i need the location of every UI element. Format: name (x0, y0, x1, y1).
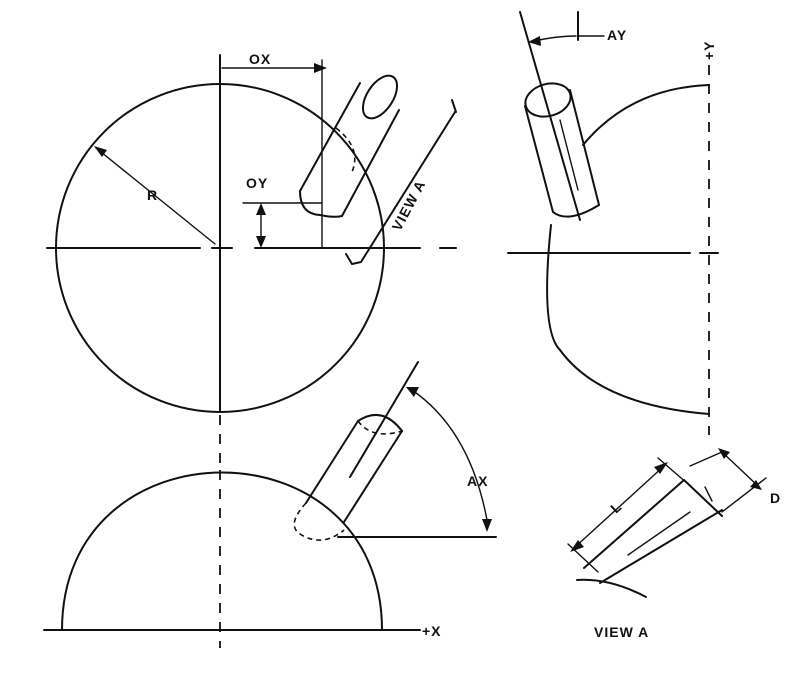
ax-arrowhead-top (406, 387, 419, 397)
ox-arrowhead-right (314, 63, 327, 73)
view-a-tick-bottom (345, 253, 362, 265)
pin-bottom-face (299, 190, 343, 218)
x-axis-label: +X (422, 623, 442, 639)
d-extension-lower (721, 477, 767, 513)
d-arrowhead-top (718, 448, 730, 459)
y-axis-label: +Y (701, 40, 717, 60)
side-view-profile (582, 84, 710, 146)
side-pin-bottom-face (552, 204, 600, 218)
view-a-tick-top (451, 99, 457, 113)
pin-left-edge (299, 82, 361, 192)
front-pin-hidden-bottom (293, 502, 345, 541)
l-extension-upper (657, 457, 689, 485)
d-extension-upper (689, 451, 723, 467)
oy-arrowhead-up (256, 203, 266, 215)
ox-label: OX (249, 51, 271, 67)
l-arrowhead-top (654, 462, 668, 474)
front-pin-top-face (357, 413, 403, 432)
radius-label: R (147, 187, 158, 203)
d-dimension-line (721, 451, 759, 487)
side-view-pin (524, 82, 600, 218)
side-view-profile-lower (546, 224, 710, 415)
radius-leader (95, 147, 216, 245)
detail-view-a: L D VIEW A (567, 448, 781, 640)
detail-pin-edge-upper (583, 479, 685, 569)
ax-reference-line (349, 361, 419, 478)
pin-top-face (361, 74, 399, 120)
pin-right-edge (341, 109, 400, 217)
ay-arrowhead (528, 36, 541, 46)
l-extension-lower (567, 543, 599, 573)
radius-arrowhead (94, 146, 107, 157)
front-view-x: +X AX (43, 361, 497, 648)
l-arrowhead-bottom (570, 540, 584, 552)
detail-view-caption: VIEW A (594, 624, 649, 640)
side-pin-axis (559, 119, 579, 191)
side-view-y: AY +Y (507, 11, 719, 435)
detail-pin-axis (627, 511, 691, 556)
detail-surface-line (576, 578, 647, 598)
detail-pin-end (683, 479, 723, 517)
ax-angle-arc (411, 389, 488, 521)
ay-reference-line (519, 11, 581, 221)
front-pin-left-edge (305, 420, 359, 504)
oy-arrowhead-down (256, 236, 266, 248)
detail-pin-axis-mark (704, 486, 713, 502)
view-a-line (360, 111, 456, 263)
side-pin-right-edge (569, 89, 600, 206)
front-view-pin (293, 413, 403, 541)
ax-arrowhead-bottom (482, 519, 492, 532)
oy-label: OY (246, 175, 268, 191)
front-pin-right-edge (343, 430, 403, 523)
front-view-arc (61, 471, 383, 631)
d-arrowhead-bottom (750, 480, 762, 490)
l-dimension-line (573, 465, 665, 549)
d-label: D (770, 490, 781, 506)
l-label: L (607, 498, 625, 516)
ay-label: AY (607, 27, 627, 43)
pin-hidden-intersection (335, 127, 356, 173)
side-pin-left-edge (524, 105, 554, 213)
ax-label: AX (467, 473, 488, 489)
detail-pin-edge-lower (599, 509, 723, 584)
top-view-pin (299, 74, 400, 218)
side-pin-top-face (524, 82, 572, 118)
